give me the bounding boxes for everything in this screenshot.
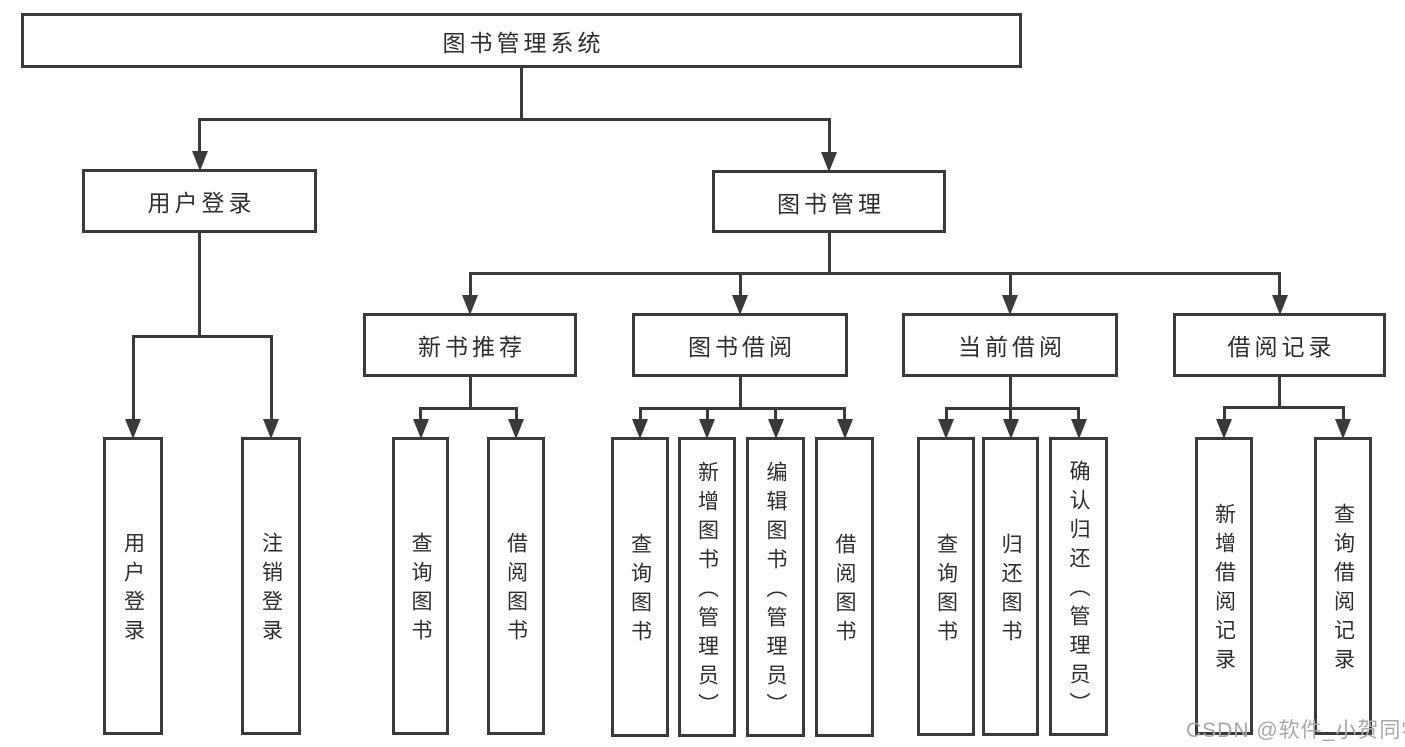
arrowhead-down-icon — [1070, 419, 1087, 439]
node-leaf-cb-confirm: 确认归还（管理员） — [1049, 437, 1108, 736]
node-label: 查询图书 — [628, 533, 652, 649]
node-label: 编辑图书（管理员） — [764, 460, 787, 722]
connector-drop-line — [1278, 272, 1281, 299]
node-label: 图书借阅 — [688, 334, 796, 360]
arrowhead-down-icon — [1271, 295, 1288, 315]
connector-drop-line — [827, 118, 831, 156]
arrowhead-down-icon — [836, 419, 853, 439]
connector-drop-line — [131, 335, 135, 423]
connector-stem-line — [1008, 377, 1012, 410]
connector-drop-line — [1008, 272, 1012, 299]
node-borrow-records: 借阅记录 — [1173, 313, 1386, 377]
node-label: 新增借阅记录 — [1212, 503, 1236, 677]
connector-rail-line — [131, 335, 273, 338]
connector-drop-line — [843, 407, 846, 423]
node-leaf-logout: 注销登录 — [241, 437, 301, 735]
node-label: 当前借阅 — [958, 334, 1066, 360]
arrowhead-down-icon — [508, 419, 524, 439]
node-leaf-cb-return: 归还图书 — [982, 437, 1039, 736]
connector-drop-line — [468, 272, 472, 299]
arrowhead-down-icon — [1002, 419, 1019, 439]
arrowhead-down-icon — [938, 419, 954, 439]
arrowhead-down-icon — [1335, 419, 1351, 439]
node-label: 查询图书 — [409, 532, 432, 648]
arrowhead-down-icon — [1216, 419, 1232, 439]
connector-drop-line — [944, 407, 948, 423]
node-label: 借阅图书 — [833, 533, 856, 649]
node-label: 归还图书 — [999, 532, 1022, 649]
connector-drop-line — [1222, 406, 1226, 423]
node-label: 确认归还（管理员） — [1067, 460, 1090, 721]
arrowhead-down-icon — [632, 419, 648, 439]
arrowhead-down-icon — [191, 151, 208, 171]
connector-rail-line — [468, 272, 1281, 275]
connector-drop-line — [774, 407, 777, 423]
connector-stem-line — [468, 377, 472, 410]
arrowhead-down-icon — [821, 152, 837, 172]
connector-stem-line — [827, 233, 831, 275]
connector-stem-line — [520, 68, 523, 121]
connector-drop-line — [514, 407, 518, 423]
node-label: 用户登录 — [147, 190, 256, 216]
connector-rail-line — [198, 118, 831, 121]
arrowhead-down-icon — [699, 419, 715, 439]
node-user-login: 用户登录 — [82, 169, 317, 233]
node-leaf-nb-query: 查询图书 — [392, 437, 449, 735]
node-current-borrow: 当前借阅 — [902, 313, 1118, 377]
connector-drop-line — [1341, 406, 1345, 423]
node-root: 图书管理系统 — [21, 13, 1022, 68]
node-leaf-bb-borrow: 借阅图书 — [815, 437, 874, 737]
node-label: 图书管理 — [777, 190, 885, 217]
node-leaf-nb-borrow: 借阅图书 — [487, 437, 545, 735]
arrowhead-down-icon — [767, 419, 784, 439]
node-label: 查询借阅记录 — [1331, 503, 1355, 677]
node-label: 新书推荐 — [418, 334, 526, 360]
node-label: 新增图书（管理员） — [695, 460, 719, 722]
node-new-book-rec: 新书推荐 — [363, 313, 577, 377]
node-book-mgmt: 图书管理 — [712, 170, 946, 233]
node-leaf-bb-edit: 编辑图书（管理员） — [746, 437, 805, 737]
connector-drop-line — [198, 118, 201, 155]
connector-rail-line — [638, 407, 846, 410]
connector-drop-line — [269, 335, 273, 423]
node-label: 借阅图书 — [504, 532, 528, 648]
connector-drop-line — [705, 407, 709, 423]
connector-rail-line — [419, 407, 518, 410]
node-label: 查询图书 — [934, 532, 958, 649]
connector-drop-line — [1009, 407, 1012, 423]
arrowhead-down-icon — [125, 419, 141, 439]
node-label: 图书管理系统 — [442, 29, 605, 56]
connector-stem-line — [1278, 377, 1281, 409]
node-leaf-bb-add: 新增图书（管理员） — [678, 437, 736, 737]
node-label: 借阅记录 — [1227, 334, 1336, 360]
connector-stem-line — [738, 377, 742, 410]
connector-rail-line — [1222, 406, 1345, 409]
arrowhead-down-icon — [412, 419, 429, 439]
arrowhead-down-icon — [263, 419, 279, 439]
arrowhead-down-icon — [1002, 295, 1018, 315]
node-label: 用户登录 — [121, 532, 145, 648]
connector-drop-line — [638, 407, 642, 423]
node-label: 注销登录 — [259, 532, 283, 648]
connector-rail-line — [944, 407, 1080, 410]
watermark-text: CSDN @软件_小贺同学 — [1186, 719, 1405, 742]
node-book-borrow: 图书借阅 — [632, 313, 848, 377]
connector-drop-line — [738, 272, 742, 299]
connector-drop-line — [419, 407, 422, 423]
node-leaf-br-add: 新增借阅记录 — [1195, 437, 1253, 735]
arrowhead-down-icon — [732, 295, 748, 315]
node-leaf-bb-query: 查询图书 — [611, 437, 669, 737]
node-leaf-cb-query: 查询图书 — [917, 437, 975, 736]
connector-drop-line — [1077, 407, 1080, 423]
arrowhead-down-icon — [462, 295, 478, 315]
connector-stem-line — [198, 233, 201, 338]
node-leaf-user-login: 用户登录 — [103, 437, 163, 735]
node-leaf-br-query: 查询借阅记录 — [1314, 437, 1372, 735]
